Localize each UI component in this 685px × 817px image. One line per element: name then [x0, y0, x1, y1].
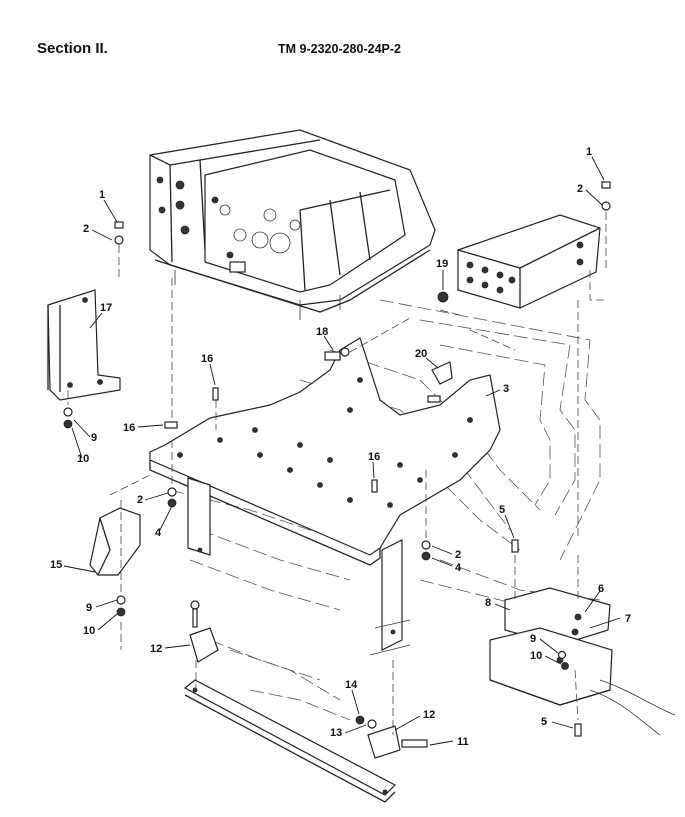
callout-9-left: 9	[91, 432, 97, 444]
callout-labels: 1 2 1 2 17 19 18 20 3 16 16 9 10 16 2 4 …	[50, 146, 631, 748]
callout-16-left: 16	[123, 422, 135, 434]
callout-12-right: 12	[423, 709, 435, 721]
callout-20: 20	[415, 348, 427, 360]
callout-9-bracket: 9	[86, 602, 92, 614]
callout-5-bottom: 5	[541, 716, 547, 728]
callout-14: 14	[345, 679, 358, 691]
callout-10-right: 10	[530, 650, 542, 662]
callout-10-bracket: 10	[83, 625, 95, 637]
mounting-plate	[149, 337, 501, 566]
callout-2-leg: 2	[455, 549, 461, 561]
callout-1-right: 1	[586, 146, 592, 158]
callout-16-top: 16	[201, 353, 213, 365]
callout-11: 11	[457, 736, 469, 748]
lower-right-assembly	[489, 587, 676, 736]
callout-3: 3	[503, 383, 509, 395]
leader-lines	[63, 156, 621, 746]
callout-19: 19	[436, 258, 448, 270]
callout-12-left: 12	[150, 643, 162, 655]
plate-legs	[187, 477, 411, 656]
callout-16-right: 16	[368, 451, 380, 463]
callout-9-right: 9	[530, 633, 536, 645]
callout-18: 18	[316, 326, 328, 338]
callout-4-plate: 4	[155, 527, 162, 539]
callout-15: 15	[50, 559, 62, 571]
radio-receiver-transmitter	[149, 129, 436, 320]
lower-rail	[183, 679, 397, 803]
callout-7: 7	[625, 613, 631, 625]
callout-10-left: 10	[77, 453, 89, 465]
callout-17: 17	[100, 302, 112, 314]
callout-4-leg: 4	[455, 562, 462, 574]
fasteners	[63, 181, 611, 759]
bracket-support	[89, 507, 141, 576]
callout-2-left: 2	[83, 223, 89, 235]
tm-number: TM 9-2320-280-24P-2	[278, 42, 401, 56]
callout-2-right: 2	[577, 183, 583, 195]
callout-5-top: 5	[499, 504, 505, 516]
callout-1-left: 1	[99, 189, 105, 201]
alignment-lines	[67, 212, 607, 735]
auxiliary-box	[457, 214, 601, 309]
callout-2-plate: 2	[137, 494, 143, 506]
bracket-left	[47, 289, 121, 401]
callout-6: 6	[598, 583, 604, 595]
section-heading: Section II.	[37, 40, 108, 57]
callout-13: 13	[330, 727, 342, 739]
callout-8: 8	[485, 597, 491, 609]
